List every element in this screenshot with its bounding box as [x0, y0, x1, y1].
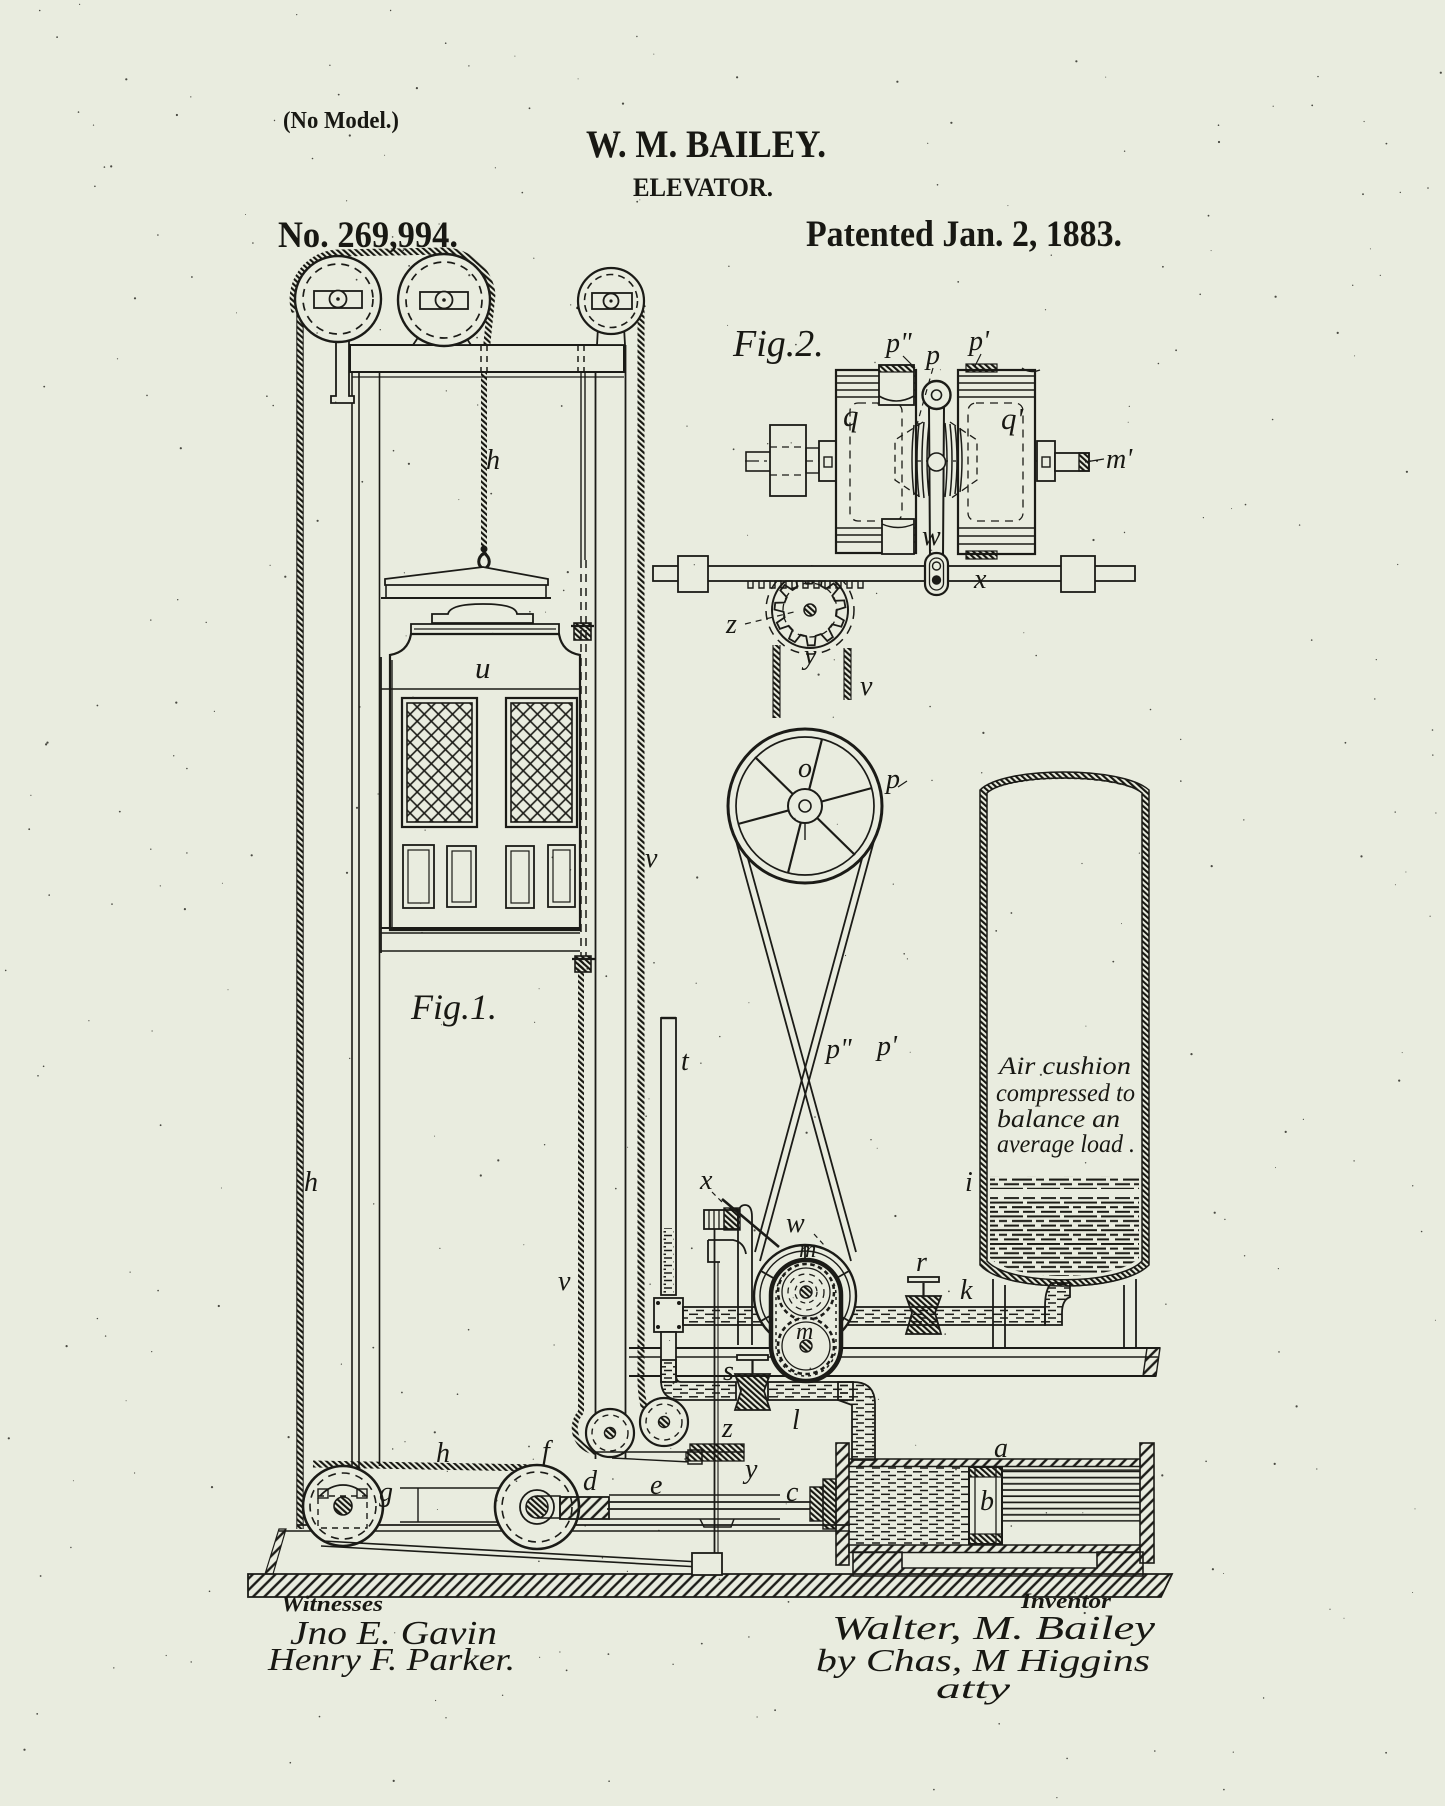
svg-text:z: z: [721, 1413, 733, 1444]
svg-text:q: q: [843, 398, 859, 433]
svg-text:v: v: [645, 843, 658, 874]
svg-text:atty: atty: [936, 1672, 1011, 1705]
svg-text:t: t: [681, 1046, 690, 1077]
svg-text:c: c: [786, 1477, 799, 1508]
svg-text:x: x: [973, 564, 987, 595]
svg-text:a: a: [994, 1433, 1008, 1464]
svg-text:s: s: [723, 1356, 734, 1387]
svg-text:i: i: [965, 1167, 973, 1198]
svg-text:m': m': [1106, 444, 1133, 475]
svg-text:ELEVATOR.: ELEVATOR.: [633, 173, 773, 202]
svg-text:u: u: [475, 650, 491, 685]
svg-text:p': p': [967, 326, 990, 357]
svg-text:l: l: [792, 1405, 800, 1436]
svg-text:p: p: [884, 764, 900, 795]
svg-text:Patented Jan. 2, 1883.: Patented Jan. 2, 1883.: [806, 214, 1122, 255]
svg-text:z: z: [725, 609, 737, 640]
svg-text:f: f: [542, 1436, 553, 1467]
svg-text:Fig.2.: Fig.2.: [732, 323, 824, 365]
svg-text:r: r: [916, 1247, 927, 1278]
svg-text:Jno E. Gavin: Jno E. Gavin: [290, 1615, 497, 1652]
svg-text:p': p': [875, 1031, 898, 1062]
svg-text:Air cushion: Air cushion: [997, 1053, 1131, 1080]
svg-text:Henry F. Parker.: Henry F. Parker.: [267, 1641, 515, 1677]
svg-text:y: y: [801, 640, 817, 671]
svg-text:h: h: [304, 1167, 318, 1198]
svg-text:p": p": [824, 1034, 852, 1065]
svg-text:compressed to: compressed to: [996, 1080, 1135, 1107]
svg-text:e: e: [650, 1470, 662, 1501]
svg-text:y: y: [742, 1454, 758, 1485]
svg-text:average load .: average load .: [997, 1131, 1135, 1158]
svg-text:q': q': [1001, 401, 1025, 436]
svg-text:Fig.1.: Fig.1.: [410, 987, 497, 1027]
svg-text:g: g: [379, 1477, 393, 1508]
svg-text:(No Model.): (No Model.): [283, 108, 399, 134]
svg-text:m: m: [796, 1319, 813, 1345]
svg-text:h: h: [486, 445, 500, 476]
svg-text:h: h: [436, 1438, 450, 1469]
svg-text:balance an: balance an: [997, 1106, 1120, 1133]
svg-text:w: w: [786, 1208, 805, 1239]
svg-text:by Chas, M Higgins: by Chas, M Higgins: [816, 1642, 1150, 1678]
svg-text:Inventor: Inventor: [1020, 1588, 1112, 1613]
svg-text:d: d: [583, 1466, 598, 1497]
svg-text:x: x: [699, 1165, 713, 1196]
svg-text:v: v: [558, 1266, 571, 1297]
svg-text:m: m: [799, 1237, 816, 1263]
svg-text:W. M. BAILEY.: W. M. BAILEY.: [586, 123, 826, 166]
svg-text:p: p: [924, 340, 940, 371]
svg-text:v: v: [860, 671, 873, 702]
svg-text:k: k: [960, 1275, 973, 1306]
svg-text:Walter, M. Bailey: Walter, M. Bailey: [832, 1610, 1156, 1647]
svg-text:p": p": [884, 328, 912, 359]
svg-text:o: o: [798, 753, 812, 784]
svg-text:Witnesses: Witnesses: [281, 1591, 383, 1616]
svg-text:b: b: [980, 1486, 994, 1517]
svg-text:w: w: [922, 521, 941, 552]
